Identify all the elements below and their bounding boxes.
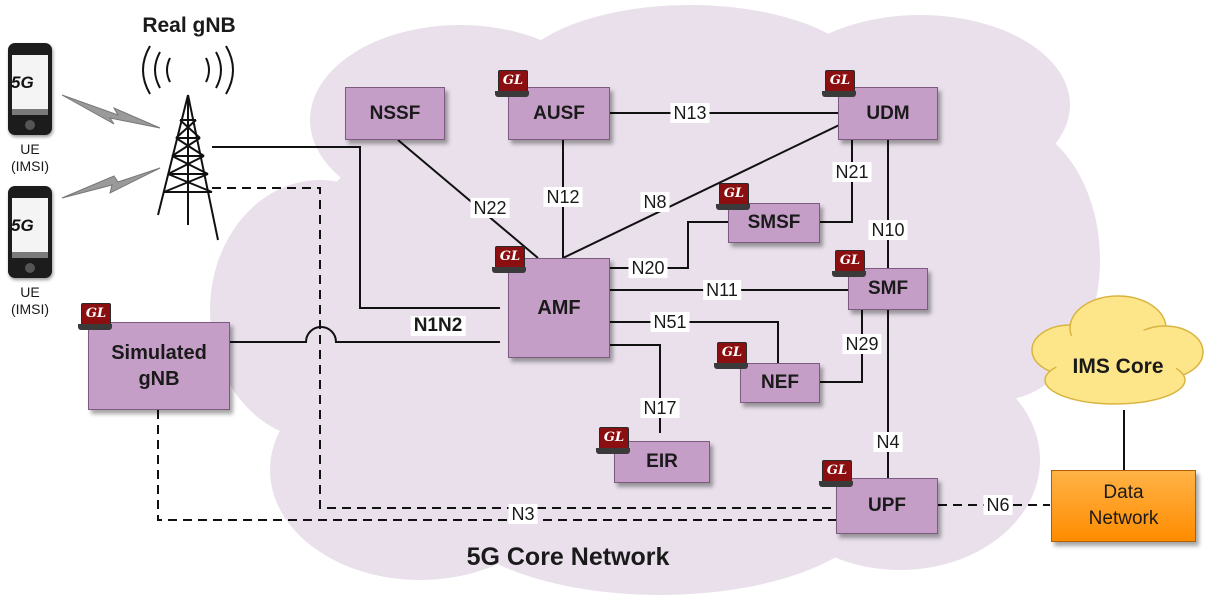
gl-laptop-icon: GL [596,427,630,455]
gl-laptop-icon: GL [819,460,853,488]
n3-label: N3 [508,504,538,524]
real-gnb-title: Real gNB [142,14,236,37]
smartphone-icon: 5G [8,43,52,135]
gl-laptop-icon: GL [492,246,526,274]
n12-label: N12 [543,187,583,207]
n10-label: N10 [868,220,908,240]
n11-label: N11 [703,280,741,300]
simulated-gnb-line1: Simulated [111,342,207,364]
n51-label: N51 [650,312,690,332]
nssf-node[interactable]: NSSF [345,87,445,140]
n4-label: N4 [873,432,903,452]
data-network-line2: Network [1088,508,1159,529]
gl-laptop-icon: GL [832,250,866,278]
n29-label: N29 [842,334,882,354]
nef-node[interactable]: NEF [740,363,820,403]
gl-laptop-icon: GL [716,183,750,211]
data-network-node[interactable]: Data Network [1051,470,1196,542]
ue-screen-text: 5G [11,216,34,235]
radio-tower-icon [142,45,234,241]
ue-screen-text: 5G [11,73,34,92]
n8-label: N8 [640,192,670,212]
eir-node[interactable]: EIR [614,441,710,483]
data-network-line1: Data [1103,482,1144,503]
n20-label: N20 [628,258,668,278]
ue-label: UE (IMSI) [11,284,49,318]
dashed-links [157,187,1050,521]
ue-label-line1: UE [20,141,40,157]
upf-node[interactable]: UPF [836,478,938,534]
gl-laptop-icon: GL [78,303,112,331]
lightning-icon [61,94,161,199]
n1n2-label: N1N2 [410,316,466,336]
n21-label: N21 [832,162,872,182]
core-network-label: 5G Core Network [466,543,670,571]
amf-node[interactable]: AMF [508,258,610,358]
ue-label: UE (IMSI) [11,141,49,175]
core-cloud [210,5,1100,595]
ue-label-line2: (IMSI) [10,158,50,174]
gl-laptop-icon: GL [714,342,748,370]
ims-core-label: IMS Core [1072,355,1164,378]
ue-label-line2: (IMSI) [10,301,50,317]
smartphone-icon: 5G [8,186,52,278]
n22-label: N22 [470,198,510,218]
n6-label: N6 [983,495,1013,515]
gl-laptop-icon: GL [495,70,529,98]
ue-label-line1: UE [20,284,40,300]
simulated-gnb-line2: gNB [138,368,180,390]
n17-label: N17 [640,398,680,418]
n13-label: N13 [670,103,710,123]
simulated-gnb-node[interactable]: Simulated gNB [88,322,230,410]
gl-laptop-icon: GL [822,70,856,98]
